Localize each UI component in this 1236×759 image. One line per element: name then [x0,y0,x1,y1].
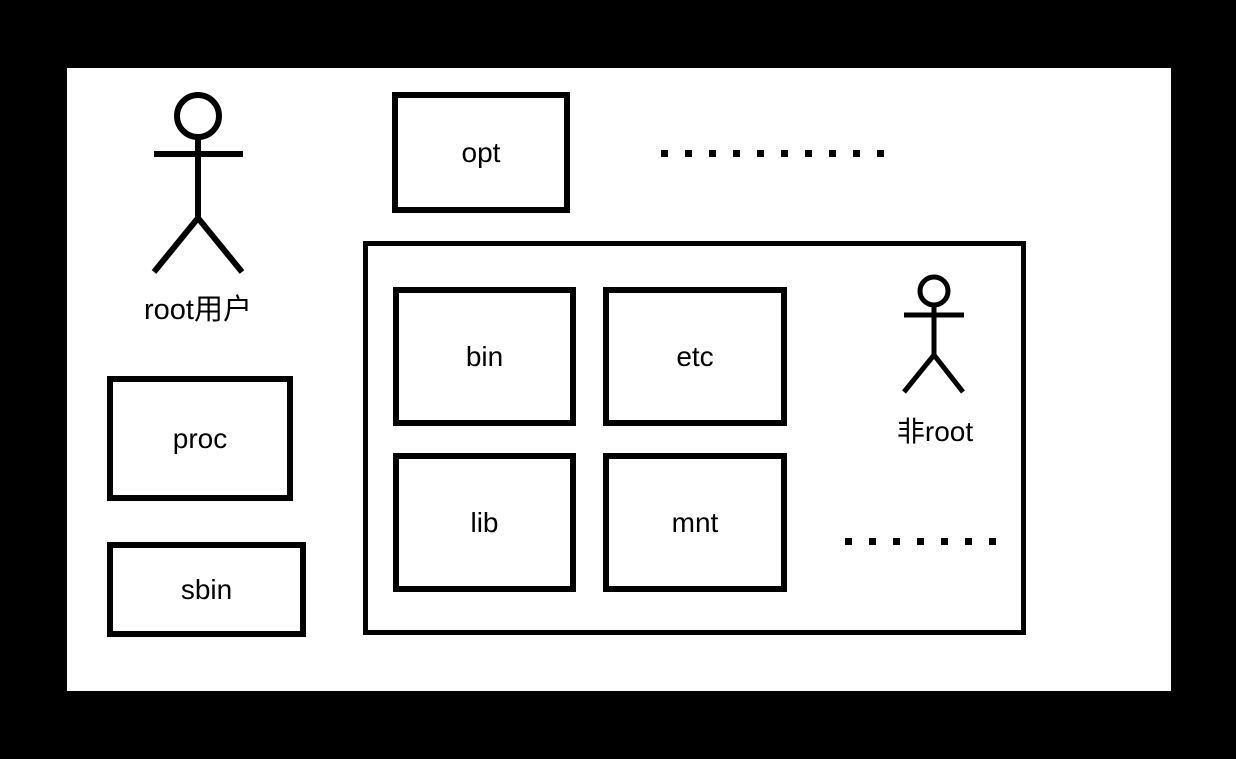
dirbox-lib: lib [393,453,576,592]
dirbox-lib-label: lib [470,506,499,538]
figure-right-leg [195,216,245,274]
dirbox-proc-label: proc [172,422,228,454]
figure-head [917,274,951,308]
figure-left-leg [151,216,201,274]
ellipsis-dot [989,538,996,545]
dirbox-opt-label: opt [461,136,501,168]
ellipsis-dots-top [661,150,884,157]
ellipsis-dot [941,538,948,545]
ellipsis-dot [917,538,924,545]
figure-head [174,92,222,140]
non-root-user-stick-figure-icon [902,274,965,394]
dirbox-bin-label: bin [465,340,504,372]
ellipsis-dot [965,538,972,545]
dirbox-etc-label: etc [676,340,714,372]
dirbox-opt: opt [392,92,570,213]
ellipsis-dot [757,150,764,157]
figure-left-leg [902,353,936,394]
ellipsis-dot [877,150,884,157]
root-user-label: root用户 [144,294,252,326]
ellipsis-dot [829,150,836,157]
ellipsis-dot [733,150,740,157]
dirbox-mnt: mnt [603,453,787,592]
ellipsis-dot [853,150,860,157]
ellipsis-dot [661,150,668,157]
figure-right-leg [932,353,965,394]
root-user-stick-figure-icon [151,92,245,274]
ellipsis-dots-bottom [845,538,996,545]
ellipsis-dot [805,150,812,157]
ellipsis-dot [893,538,900,545]
dirbox-etc: etc [603,287,787,426]
dirbox-sbin: sbin [107,542,306,637]
dirbox-bin: bin [393,287,576,426]
ellipsis-dot [709,150,716,157]
ellipsis-dot [869,538,876,545]
ellipsis-dot [781,150,788,157]
dirbox-proc: proc [107,376,293,501]
ellipsis-dot [685,150,692,157]
dirbox-mnt-label: mnt [671,506,719,538]
ellipsis-dot [845,538,852,545]
non-root-user-label: 非root [896,416,974,447]
dirbox-sbin-label: sbin [180,573,233,605]
